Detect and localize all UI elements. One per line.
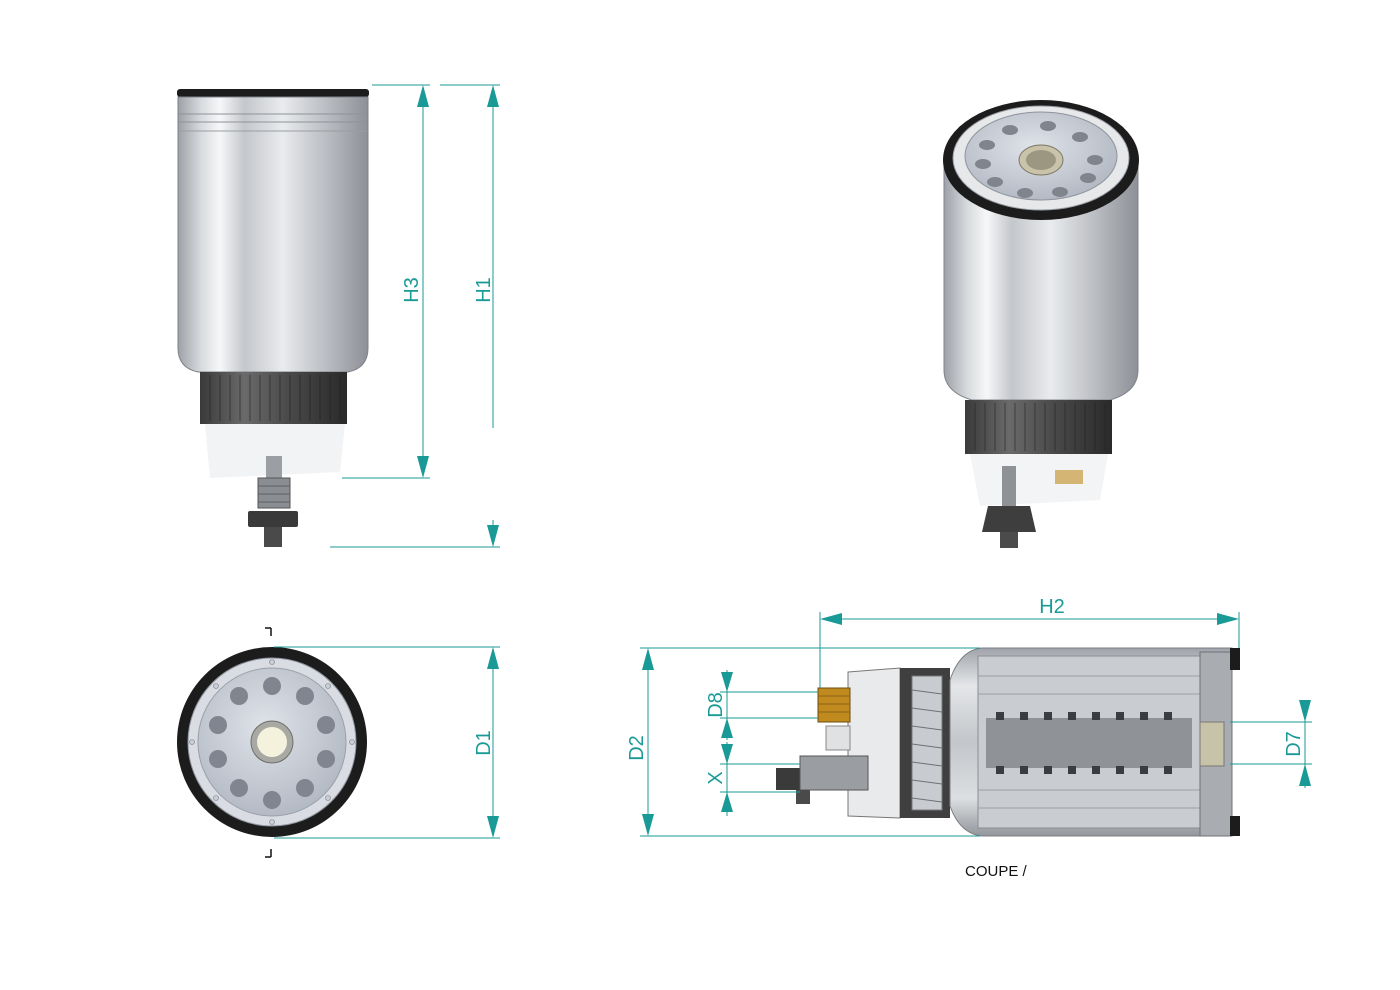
label-h3: H3 [401,277,423,303]
arrowhead-icon [487,647,499,669]
iso-hose-nipple [1000,532,1018,548]
top-view-holes [209,677,335,809]
top-seal [177,89,369,97]
arrowhead-icon [1299,764,1311,786]
dimension-h2 [819,612,1240,688]
label-h1: H1 [473,277,495,303]
label-d1: D1 [473,730,495,756]
dimension-h1 [330,84,500,548]
section-cut-marks [265,627,272,858]
label-x: X [705,771,727,784]
arrowhead-icon [417,85,429,107]
drain-valve [257,477,291,509]
dimension-d2 [640,647,980,837]
iso-bowl-ring [965,400,1112,454]
arrowhead-icon [417,456,429,478]
arrowhead-icon [721,792,733,812]
section-thread [911,675,943,811]
transparent-bowl [205,424,345,478]
iso-bypass-holes [975,121,1103,198]
iso-sensor-port [1055,470,1083,484]
arrowhead-icon [820,613,842,625]
drain-hose-nipple [264,527,282,547]
top-view-bore [257,727,287,757]
label-d7: D7 [1283,731,1305,757]
arrowhead-icon [721,718,733,738]
section-seal-top [1230,648,1240,670]
arrowhead-icon [721,672,733,692]
arrowhead-icon [642,814,654,836]
section-drain-valve [799,755,869,791]
section-tube-perforations [996,712,1172,774]
section-drain-knob [776,768,806,790]
arrowhead-icon [487,525,499,547]
arrowhead-icon [487,85,499,107]
arrowhead-icon [1299,700,1311,722]
isometric-view [943,100,1139,548]
drain-knob [248,511,298,527]
section-center-tube [986,718,1192,768]
section-seal-bottom [1230,816,1240,836]
arrowhead-icon [487,816,499,838]
section-view: H2 D2 D8 X [626,596,1312,880]
front-view: H3 H1 [177,84,500,548]
iso-transparent-bowl [970,454,1108,506]
arrowhead-icon [642,648,654,670]
dimension-h3 [342,84,430,479]
section-threaded-bore [1199,721,1225,767]
dimension-d8 [720,670,818,740]
section-valve-body [825,725,851,751]
label-d8: D8 [705,692,727,718]
iso-drain-knob [982,506,1036,532]
label-h2: H2 [1039,596,1065,618]
filter-body [177,96,369,373]
dimension-d1 [274,646,500,839]
top-view: D1 [177,627,500,858]
section-bowl [847,667,901,819]
section-sensor-port [817,687,851,723]
label-d2: D2 [626,735,648,761]
arrowhead-icon [1217,613,1239,625]
water-bowl-ring [200,372,347,424]
section-label: COUPE / [965,863,1028,880]
iso-drain-stem [1002,466,1016,506]
arrowhead-icon [721,744,733,764]
drain-valve-stem [266,456,282,478]
section-hose-nipple [796,790,810,804]
